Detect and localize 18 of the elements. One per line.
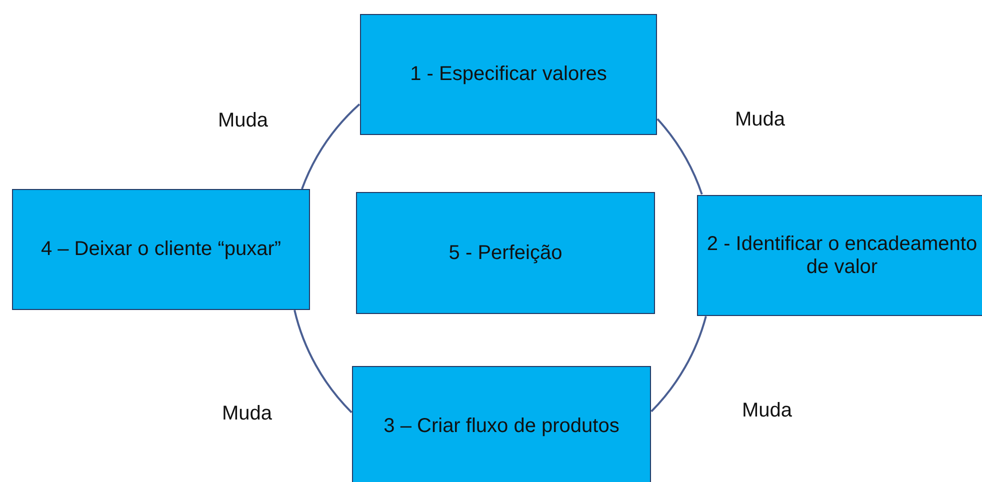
step-text: 5 - Perfeição: [448, 242, 562, 264]
cycle-arc: [294, 310, 352, 414]
waste-label: Muda: [222, 402, 272, 426]
process-box: [352, 366, 651, 482]
process-box: [12, 189, 310, 310]
process-box: [697, 195, 982, 316]
waste-label: Muda: [734, 108, 786, 132]
process-box: [356, 192, 655, 314]
step-text: 4 – Deixar o cliente “puxar”: [40, 238, 282, 261]
cycle-arc: [656, 118, 703, 195]
step-text: 2 - Identificar o encadeamento de valor: [706, 232, 978, 278]
step-text: 1 - Especificar valores: [410, 63, 607, 86]
waste-label: Muda: [742, 400, 792, 422]
process-box: [360, 14, 657, 135]
cycle-arc: [301, 104, 360, 190]
cycle-arc: [650, 316, 707, 412]
waste-label: Muda: [218, 110, 268, 132]
step-text: 3 – Criar fluxo de produtos: [384, 414, 620, 438]
